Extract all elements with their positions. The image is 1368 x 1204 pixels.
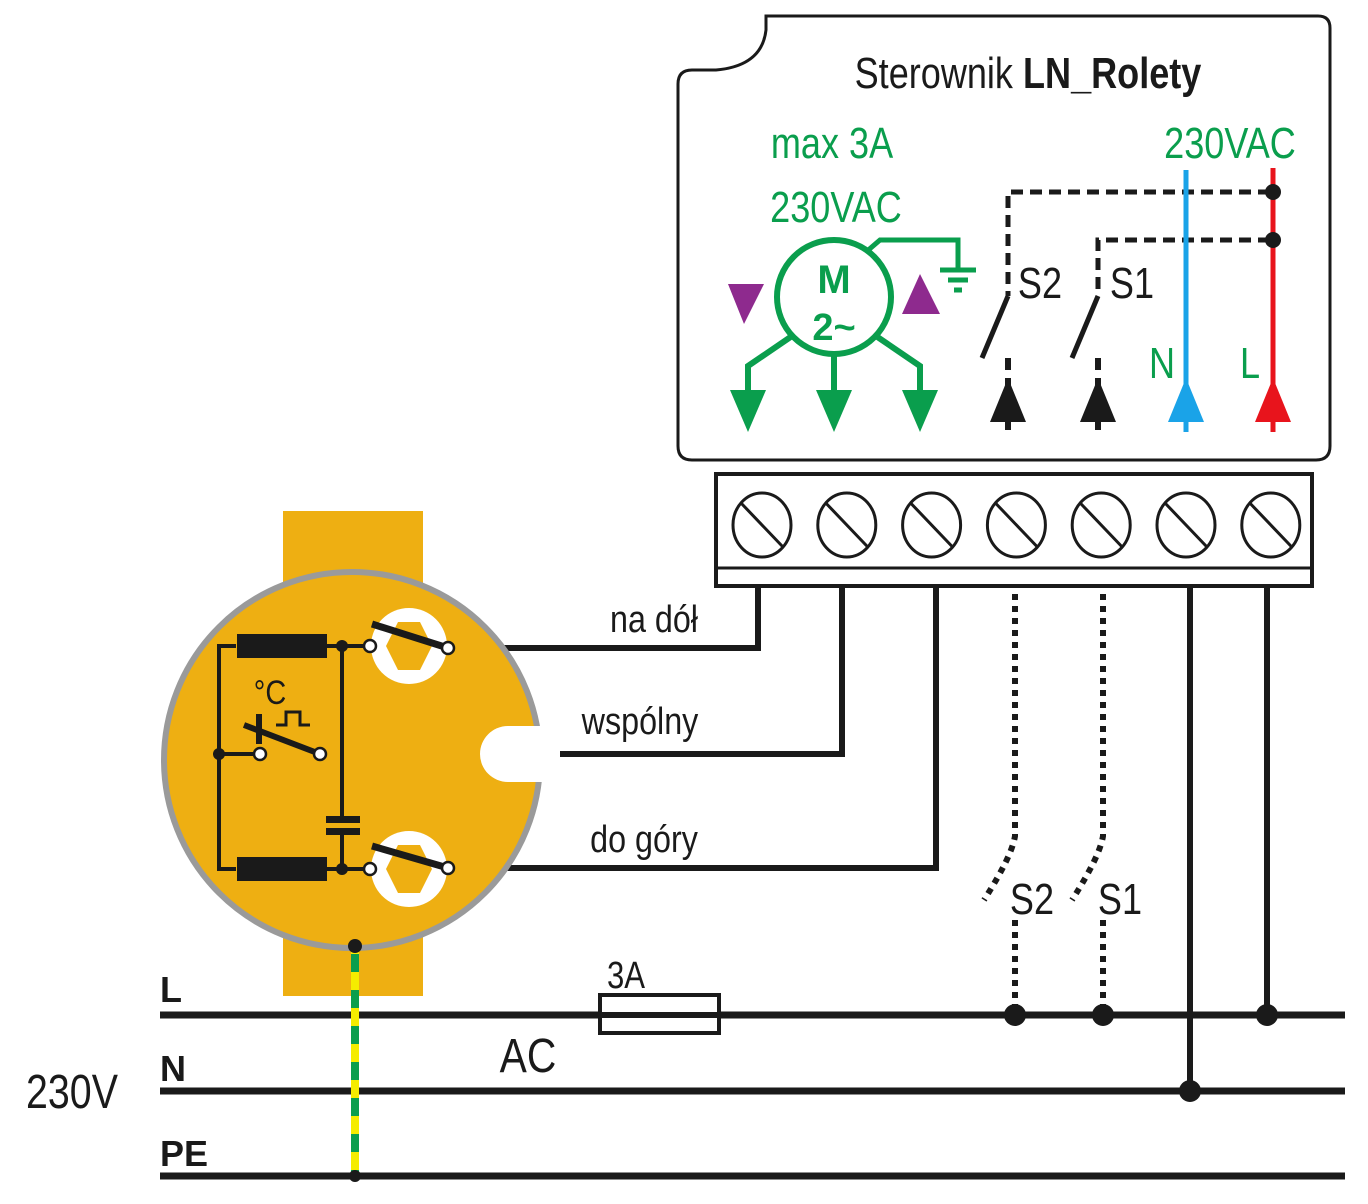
contact-terminal (312, 746, 328, 762)
motor-voltage-spec: 230VAC (770, 183, 902, 232)
junction-dot (1265, 232, 1281, 248)
ac-label: AC (500, 1030, 557, 1083)
thermal-label: °C (254, 673, 286, 712)
motor-symbol: M 2~ (728, 237, 976, 432)
direction-down-icon (728, 284, 764, 324)
internal-switch-s2-label: S2 (1018, 259, 1062, 308)
terminal-screw-icon (985, 491, 1047, 559)
junction-dot (1265, 184, 1281, 200)
external-switch-s2-line (981, 594, 1018, 902)
terminal-block (714, 472, 1314, 588)
terminal-screw-icon (1240, 491, 1302, 559)
ground-icon (940, 267, 976, 293)
terminal-screw-icon (901, 491, 963, 559)
contact-terminal (362, 638, 378, 654)
junction-dot (213, 748, 225, 760)
controller-module: Sterownik LN_Rolety max 3A 230VAC 230VAC… (676, 14, 1332, 462)
bus-label-pe: PE (160, 1133, 208, 1174)
mains-bus: 3A AC L N PE 230V (26, 955, 1345, 1180)
fuse-rating-label: 3A (607, 955, 646, 997)
capacitor-icon (326, 816, 360, 835)
switch-input-arrow-icon (990, 378, 1026, 422)
live-label: L (1240, 339, 1260, 388)
motor-internal-schematic (217, 620, 450, 881)
mains-voltage-label: 230V (26, 1065, 119, 1119)
controller-outline (676, 14, 1332, 462)
controller-title: Sterownik LN_Rolety (855, 49, 1202, 98)
wire-up (448, 586, 939, 871)
external-switch-s1-line (1069, 594, 1106, 902)
neutral-label: N (1149, 339, 1175, 388)
bus-label-l: L (160, 969, 182, 1010)
switch-input-arrow-icon (1080, 378, 1116, 422)
winding-top (237, 634, 327, 658)
contact-terminal (252, 746, 268, 762)
terminal-screw-icon (1155, 491, 1217, 559)
motor-wires: na dół wspólny do góry (320, 586, 939, 871)
external-switch-s2-label: S2 (1010, 875, 1054, 924)
screw-pad-bottom (371, 831, 447, 907)
direction-up-icon (902, 274, 940, 314)
motor-current-spec: max 3A (771, 119, 893, 168)
junction-dot (1004, 1004, 1026, 1026)
internal-switches: S2 S1 (979, 189, 1270, 430)
contact-terminal (362, 861, 378, 877)
junction-dot (348, 939, 362, 953)
junction-dot (1179, 1080, 1201, 1102)
terminal-screw-icon (731, 491, 793, 559)
motor-symbol-m: M (817, 258, 850, 302)
junction-dot (336, 640, 348, 652)
internal-switch-s1-label: S1 (1110, 259, 1154, 308)
motor-notch (480, 726, 560, 782)
external-switches: S2 S1 (981, 594, 1142, 1006)
junction-dot (336, 863, 348, 875)
contact-terminal (440, 640, 456, 656)
neutral-arrow-icon (1168, 378, 1204, 422)
thermal-switch-icon (242, 710, 322, 757)
motor-lead-arrow-icon (816, 390, 852, 432)
wire-down-label: na dół (610, 599, 698, 641)
fuse-icon (598, 993, 721, 1035)
junction-dot (1092, 1004, 1114, 1026)
tubular-motor: °C (161, 511, 560, 996)
motor-lead-arrow-icon (730, 390, 766, 432)
terminal-screw-icon (1070, 491, 1132, 559)
live-arrow-icon (1255, 378, 1291, 422)
contact-terminal (440, 860, 456, 876)
motor-lead-arrow-icon (902, 390, 938, 432)
bus-label-n: N (160, 1048, 186, 1089)
motor-symbol-phase: 2~ (812, 307, 855, 349)
wire-down (448, 586, 761, 651)
winding-bottom (237, 857, 327, 881)
wire-common-label: wspólny (581, 701, 699, 743)
external-switch-s1-label: S1 (1098, 875, 1142, 924)
wire-up-label: do góry (590, 819, 698, 861)
supply-voltage-label: 230VAC (1164, 119, 1296, 168)
terminal-screw-icon (816, 491, 878, 559)
junction-dot (1256, 1004, 1278, 1026)
pe-wire (348, 939, 362, 1182)
supply-lines: N L (1149, 168, 1291, 432)
junction-dot (349, 1170, 361, 1182)
